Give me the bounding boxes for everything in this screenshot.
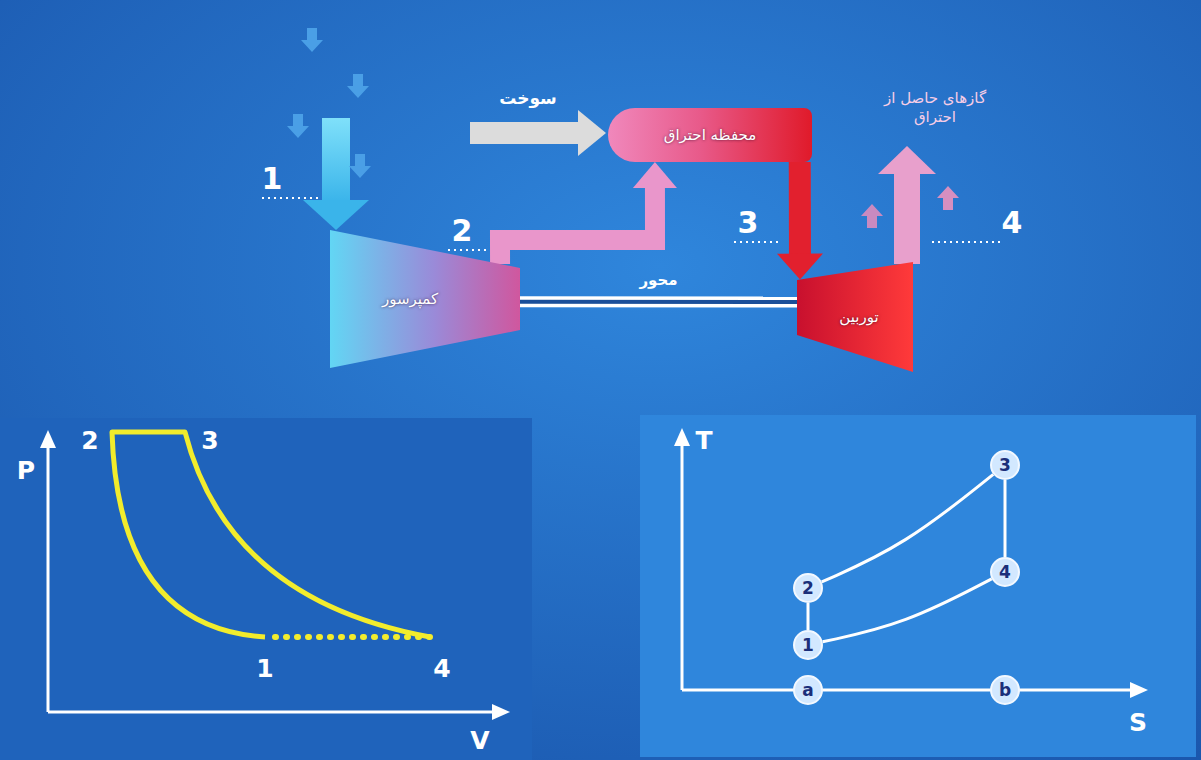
state-number: 2 bbox=[81, 426, 98, 455]
state-circle: 1 bbox=[793, 630, 823, 660]
state-number: 3 bbox=[201, 426, 218, 455]
arrowheads bbox=[633, 162, 677, 188]
station-number: 2 bbox=[452, 213, 473, 248]
fuel-arrow bbox=[470, 110, 606, 156]
axis-label: T bbox=[695, 426, 712, 455]
inlet-arrow bbox=[287, 28, 371, 230]
axis-arrowhead bbox=[1130, 682, 1148, 698]
part-label: توربین bbox=[839, 308, 878, 326]
state-number: 1 bbox=[256, 654, 273, 683]
arrowhead bbox=[777, 254, 823, 280]
compressor-shape: کمپرسور bbox=[330, 230, 520, 368]
exhaust-label: گازهای حاصل از احتراق bbox=[875, 89, 995, 127]
state-label: a bbox=[802, 682, 813, 699]
state-circle: 3 bbox=[990, 450, 1020, 480]
process-curve-path bbox=[823, 579, 992, 642]
station-number: 4 bbox=[1002, 205, 1023, 240]
process-line bbox=[808, 603, 809, 630]
part-label: کمپرسور bbox=[382, 290, 438, 308]
state-circle: a bbox=[793, 675, 823, 705]
exhaust-arrow bbox=[861, 146, 959, 264]
part-label: محفظه احتراق bbox=[664, 126, 756, 144]
pv-panel bbox=[0, 418, 532, 760]
turbine-shape-fill bbox=[797, 262, 913, 372]
state-label: b bbox=[999, 682, 1011, 699]
state-label: 4 bbox=[999, 564, 1011, 581]
shaft-outer bbox=[520, 296, 797, 307]
axis-label: S bbox=[1129, 708, 1147, 737]
process-curve bbox=[822, 474, 994, 582]
ts-panel bbox=[640, 415, 1196, 757]
process-curve bbox=[823, 579, 992, 642]
state-label: 2 bbox=[802, 580, 814, 597]
process-line-path bbox=[1004, 480, 1007, 557]
station-number: 1 bbox=[262, 161, 283, 196]
process-curve-path bbox=[822, 474, 994, 582]
shaft bbox=[520, 301, 797, 302]
process-line bbox=[1005, 480, 1006, 557]
flow-arrow bbox=[777, 162, 823, 280]
axis-arrowhead bbox=[40, 430, 56, 448]
arrowheads bbox=[777, 254, 823, 280]
state-label: 3 bbox=[999, 457, 1011, 474]
arrowhead bbox=[633, 162, 677, 188]
flow-arrow bbox=[500, 162, 677, 264]
axis-arrowhead bbox=[492, 704, 510, 720]
ts-axes bbox=[682, 444, 1132, 690]
state-circle: 4 bbox=[990, 557, 1020, 587]
flow-arrow-path bbox=[789, 162, 811, 256]
station-number: 3 bbox=[738, 205, 759, 240]
state-label: 1 bbox=[802, 637, 814, 654]
fuel-label: سوخت bbox=[499, 88, 557, 108]
state-number: 4 bbox=[433, 654, 450, 683]
flow-arrow-path bbox=[500, 186, 655, 264]
combustion-chamber: محفظه احتراق bbox=[608, 108, 812, 162]
process-line-path bbox=[807, 603, 810, 630]
state-circle: 2 bbox=[793, 573, 823, 603]
shaft-inner bbox=[520, 300, 797, 304]
compressor-shape-fill bbox=[330, 230, 520, 368]
edge-label: محور bbox=[639, 271, 677, 289]
axis-label: V bbox=[470, 726, 489, 755]
state-circle: b bbox=[990, 675, 1020, 705]
axis-label: P bbox=[17, 456, 35, 485]
axis-arrowhead bbox=[674, 428, 690, 446]
turbine-shape: توربین bbox=[797, 262, 913, 372]
pv-cycle bbox=[112, 432, 430, 637]
